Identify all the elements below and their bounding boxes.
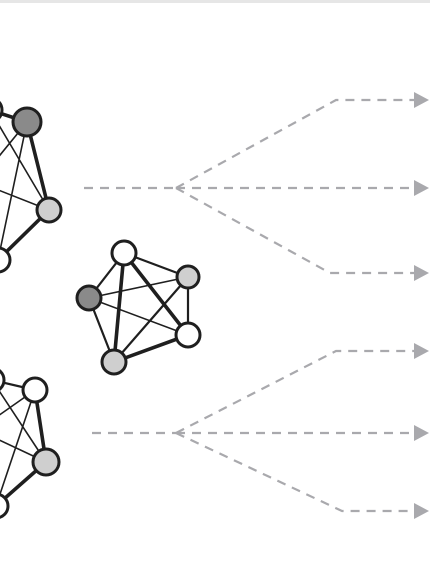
graph-edge	[88, 297, 189, 336]
arrowhead-icon	[414, 265, 429, 281]
graph-top-left	[0, 100, 63, 274]
dashed-path-up	[175, 349, 414, 434]
top-branch	[84, 92, 429, 281]
graph-edge	[0, 125, 50, 211]
dashed-path-down	[175, 432, 414, 513]
arrowhead-icon	[414, 92, 429, 108]
bottom-branch	[92, 343, 429, 519]
graph-node	[35, 196, 63, 224]
graph-node	[31, 447, 61, 477]
graph-node	[0, 493, 10, 519]
graph-edge	[88, 276, 189, 299]
graph-node	[0, 369, 6, 391]
graph-edge	[112, 251, 126, 364]
graph-edge	[112, 275, 190, 364]
graph-node	[75, 284, 103, 312]
graph-node	[0, 100, 4, 120]
graph-node	[175, 264, 201, 290]
graph-node	[174, 321, 202, 349]
arrowhead-icon	[414, 180, 429, 196]
dashed-path-up	[175, 98, 414, 189]
arrowhead-icon	[414, 343, 429, 359]
dashed-path-down	[175, 187, 414, 275]
graphs	[0, 100, 202, 519]
graph-middle	[75, 239, 202, 376]
graph-node	[11, 106, 43, 138]
arrowhead-icon	[414, 503, 429, 519]
graph-node	[21, 376, 49, 404]
graph-node	[110, 239, 138, 267]
graph-node	[0, 246, 12, 274]
dashed-branches	[84, 92, 429, 519]
arrowhead-icon	[414, 425, 429, 441]
graph-bottom-left	[0, 369, 61, 519]
top-border	[0, 0, 430, 3]
graph-edge	[122, 251, 190, 337]
graph-edge	[0, 121, 28, 255]
graph-node	[100, 348, 128, 376]
graph-edge	[0, 390, 47, 463]
